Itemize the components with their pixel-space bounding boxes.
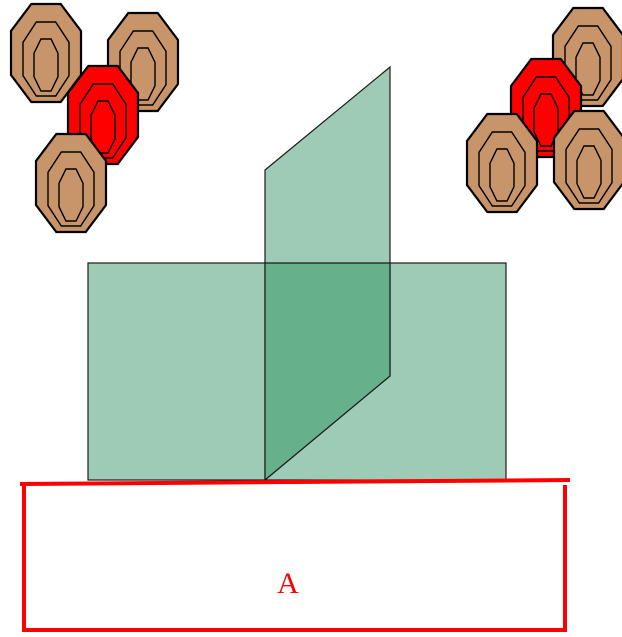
cell-ring-3 bbox=[533, 93, 559, 147]
cell-ring-3 bbox=[576, 145, 602, 199]
cell-ring-3 bbox=[130, 47, 156, 101]
base-box-top-edge bbox=[19, 478, 571, 486]
right-cluster-cell-3 bbox=[465, 112, 539, 214]
left-cell-cluster-icon bbox=[9, 2, 180, 234]
right-cluster-cell-4 bbox=[552, 109, 622, 211]
cell-ring-3 bbox=[33, 38, 59, 92]
base-box-label: A bbox=[277, 567, 299, 600]
cell-ring-3 bbox=[489, 148, 515, 202]
cell-ring-3 bbox=[58, 168, 84, 222]
left-cluster-cell-4 bbox=[34, 132, 108, 234]
base-box bbox=[19, 478, 571, 632]
cell-ring-3 bbox=[575, 42, 601, 96]
cell-ring-3 bbox=[90, 100, 116, 154]
left-cluster-cell-1 bbox=[9, 2, 83, 104]
plane-overlap-region bbox=[264, 262, 391, 482]
right-cell-cluster-icon bbox=[465, 6, 622, 214]
